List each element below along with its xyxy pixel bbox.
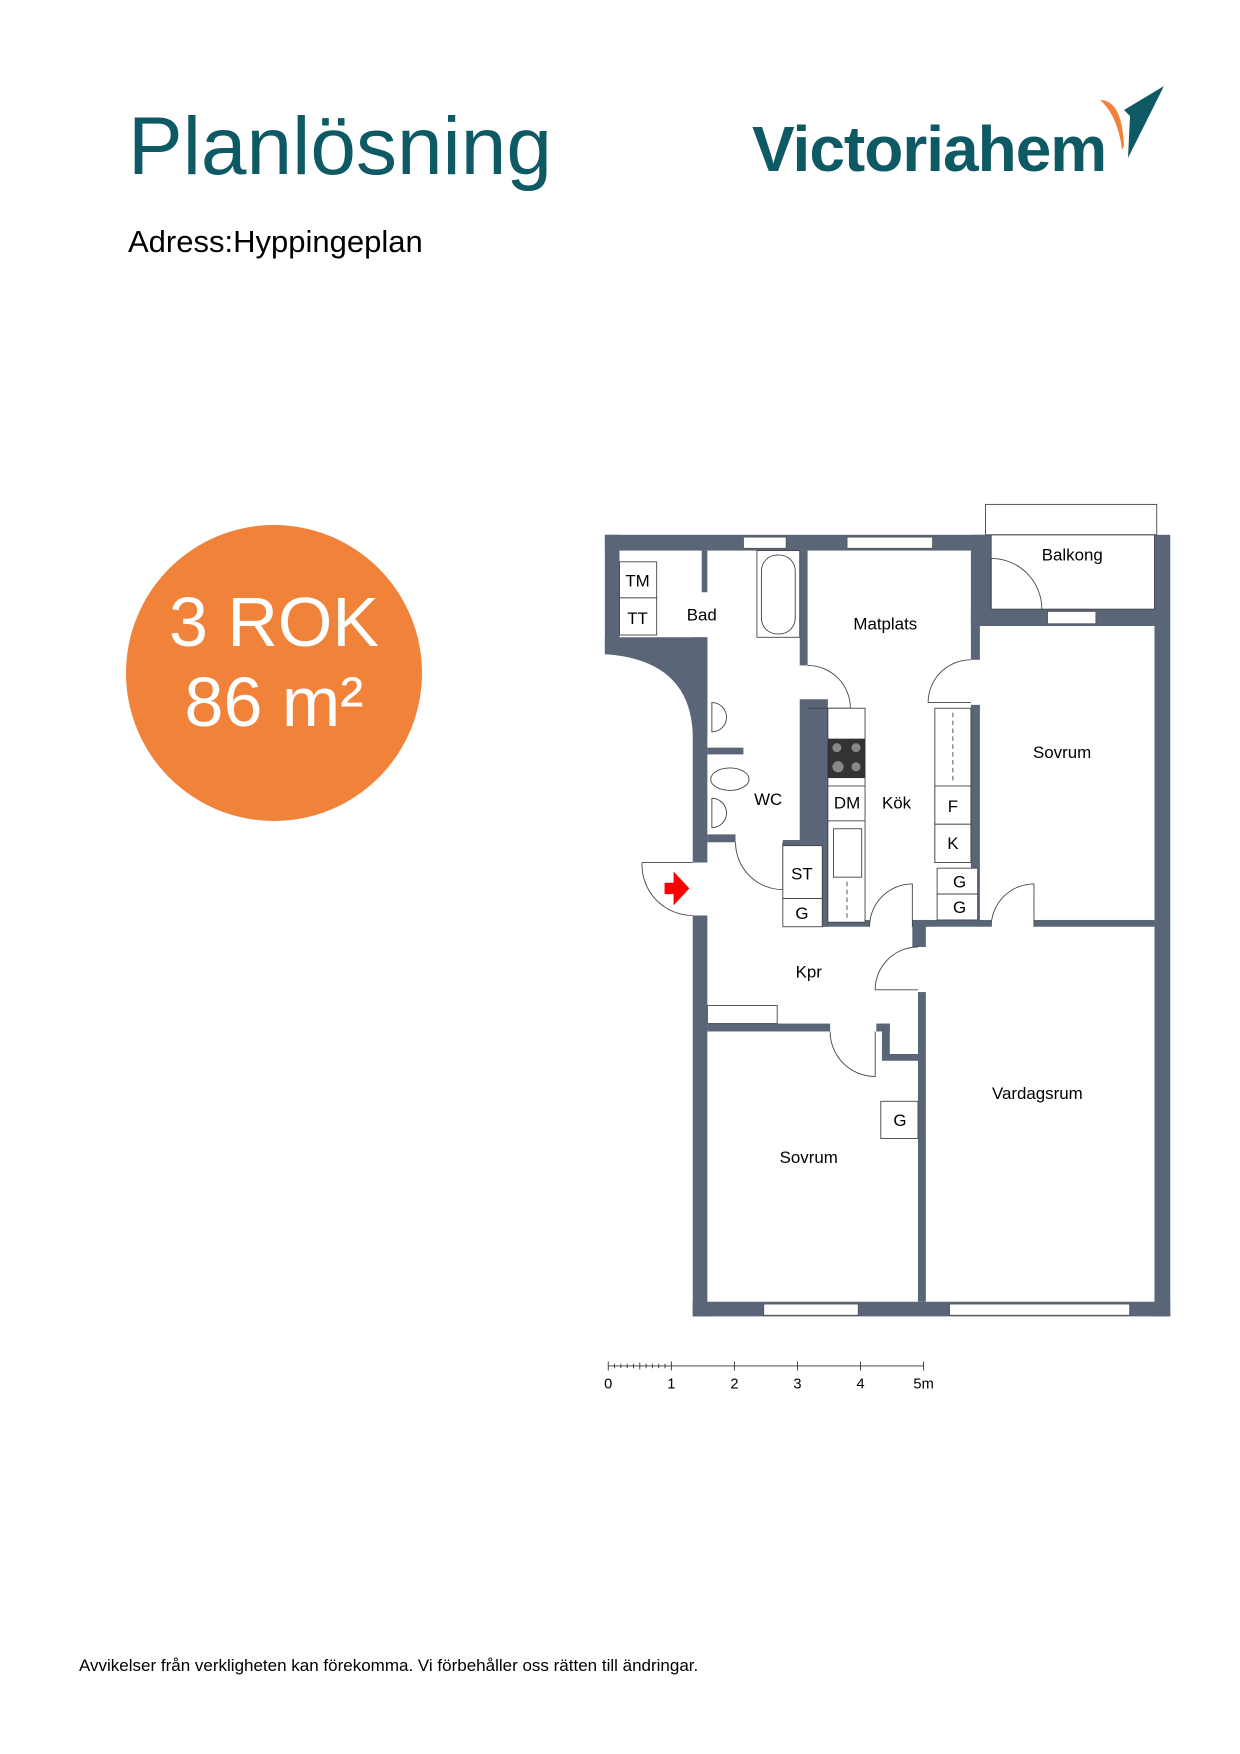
fixture-k: K — [947, 834, 959, 853]
floor-plan: Bad Matplats Balkong Sovrum WC Kök Kpr V… — [604, 503, 1171, 1392]
room-label-sovrum: Sovrum — [1033, 743, 1091, 762]
scale-label: 2 — [730, 1376, 738, 1392]
logo-swoosh-icon — [1100, 86, 1164, 158]
brand-logo: Victoriahem — [752, 113, 1107, 185]
fixture-g: G — [893, 1111, 906, 1130]
scale-bar — [607, 1361, 925, 1371]
fixture-tt: TT — [627, 609, 648, 628]
apartment-size-badge: 3 ROK 86 m² — [126, 525, 422, 821]
room-label-wc: WC — [754, 790, 782, 809]
fixture-g: G — [953, 872, 966, 891]
fixture-tm: TM — [625, 572, 649, 591]
scale-label: 0 — [604, 1376, 612, 1392]
room-label-bad: Bad — [687, 605, 717, 624]
address-value: Hyppingeplan — [233, 224, 423, 259]
windows — [742, 536, 1131, 1316]
walls — [604, 534, 1171, 1317]
disclaimer: Avvikelser från verkligheten kan förekom… — [79, 1656, 699, 1675]
address: Adress:Hyppingeplan — [128, 224, 423, 260]
room-label-kpr: Kpr — [796, 962, 823, 981]
doors — [641, 558, 1043, 1077]
page-title: Planlösning — [128, 101, 552, 192]
scale-label: 5m — [913, 1376, 933, 1392]
room-label-matplats: Matplats — [853, 614, 917, 633]
fixture-g: G — [953, 898, 966, 917]
fixture-f: F — [948, 797, 958, 816]
fixture-g: G — [795, 904, 808, 923]
stove — [827, 738, 866, 779]
scale-label: 1 — [667, 1376, 675, 1392]
scale-label: 3 — [793, 1376, 801, 1392]
address-label: Adress: — [128, 224, 234, 259]
room-label-balkong: Balkong — [1042, 546, 1103, 565]
room-label-kok: Kök — [882, 793, 912, 812]
fixtures — [619, 550, 979, 1139]
fixture-dm: DM — [834, 793, 860, 812]
room-label-sovrum-2: Sovrum — [780, 1148, 838, 1167]
room-label-vardagsrum: Vardagsrum — [992, 1084, 1083, 1103]
entrance-arrow-icon — [664, 871, 690, 906]
area: 86 m² — [184, 663, 364, 741]
fixture-st: ST — [791, 864, 813, 883]
scale-label: 4 — [856, 1376, 864, 1392]
room-count: 3 ROK — [168, 583, 380, 661]
